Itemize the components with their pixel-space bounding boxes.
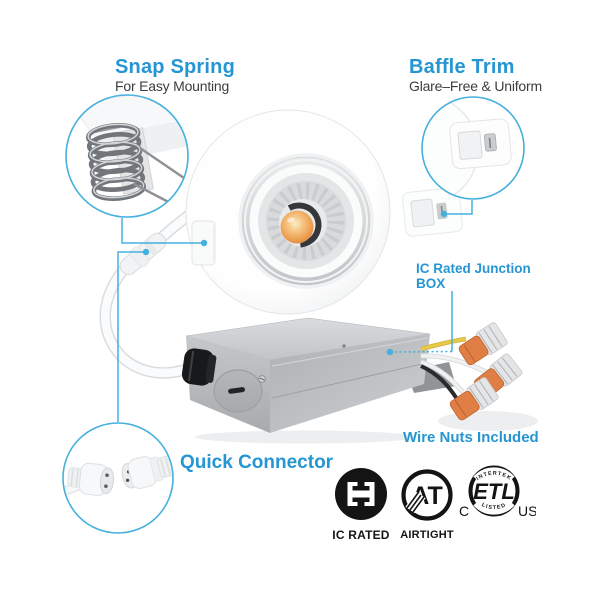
snap-spring-callout-dot <box>200 239 208 247</box>
baffle-trim-callout-line <box>446 200 473 215</box>
junction-box-label: IC Rated Junction BOX <box>416 261 531 291</box>
baffle-trim-subtitle: Glare–Free & Uniform <box>409 78 542 94</box>
ic-rated-caption: IC RATED <box>332 528 390 542</box>
lens-dark-ring <box>276 202 322 248</box>
ic-rated-badge-icon <box>335 468 387 520</box>
downlight-photo <box>185 109 463 315</box>
female-connector <box>67 462 115 496</box>
etl-us-text: US <box>518 503 536 519</box>
etl-c-text: C <box>459 503 469 519</box>
knockout <box>213 369 266 413</box>
coil-spring <box>85 123 147 201</box>
airtight-badge: AT AIRTIGHT <box>399 467 455 541</box>
airtight-caption: AIRTIGHT <box>400 529 454 541</box>
junction-box-photo <box>181 317 538 444</box>
ic-rated-badge: IC RATED <box>332 466 390 542</box>
etl-badge: INTERTEK ETL LISTED C US <box>452 464 537 531</box>
junction-box-label-line2: BOX <box>416 275 446 291</box>
snap-spring-title: Snap Spring <box>115 56 235 78</box>
baffle-trim-title: Baffle Trim <box>409 56 515 78</box>
inline-quick-connector <box>119 232 167 276</box>
snap-spring-detail-circle <box>65 94 189 218</box>
snap-spring-detail-photo <box>65 94 189 218</box>
wire-nuts-label: Wire Nuts Included <box>403 429 539 446</box>
wire-nut <box>449 377 499 421</box>
baffle-trim-callout-dot <box>440 210 448 218</box>
etl-letters: ETL <box>473 479 515 504</box>
junction-box-label-line1: IC Rated Junction <box>416 261 531 276</box>
gimbal-lens <box>241 156 371 286</box>
etl-top-arc-text: INTERTEK <box>475 471 511 482</box>
snap-spring-subtitle: For Easy Mounting <box>115 78 230 94</box>
etl-badge-icon: INTERTEK ETL LISTED C US <box>459 465 537 519</box>
airtight-badge-icon: AT <box>401 469 453 521</box>
baffle-trim-tab <box>402 187 463 237</box>
junction-box-callout-dash <box>392 350 453 353</box>
svg-text:INTERTEK: INTERTEK <box>475 471 512 482</box>
baffle-trim-detail-circle <box>421 96 525 200</box>
quick-connector-detail-circle <box>62 422 174 534</box>
cable-gland <box>181 348 217 386</box>
callout-lines <box>117 200 473 422</box>
baffle-trim-detail-photo <box>421 96 525 200</box>
etl-bottom-arc-text: LISTED <box>480 502 506 511</box>
quick-connector-callout-line <box>117 251 144 422</box>
led-chip <box>280 210 314 244</box>
snap-spring-callout-line <box>121 218 203 244</box>
quick-connector-callout-dot <box>142 248 150 256</box>
junction-box-callout-dot <box>386 348 394 356</box>
svg-text:LISTED: LISTED <box>480 502 507 511</box>
quick-connector-label: Quick Connector <box>180 452 334 473</box>
quick-connector-detail-photo <box>62 422 174 534</box>
wire-nut <box>458 322 508 366</box>
wire-nuts-photo <box>420 322 523 421</box>
